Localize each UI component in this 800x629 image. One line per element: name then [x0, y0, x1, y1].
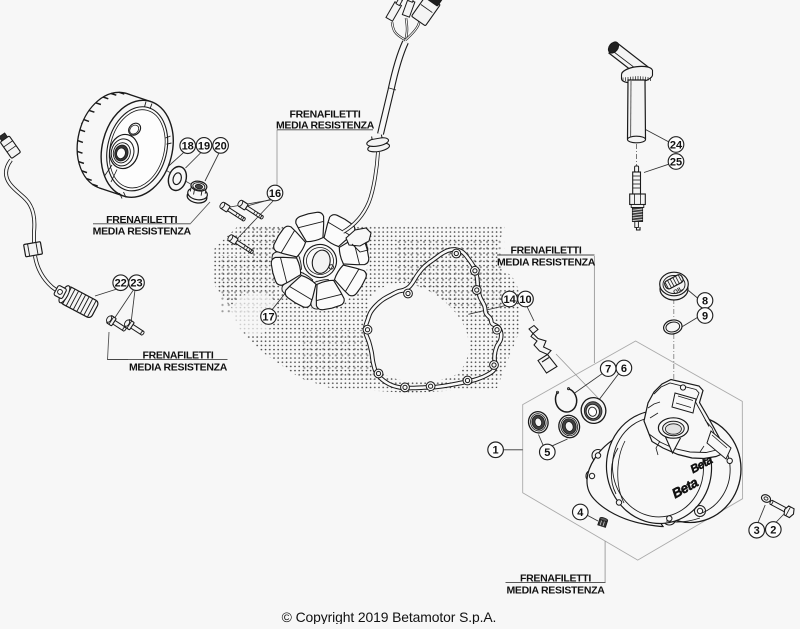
svg-text:MEDIA RESISTENZA: MEDIA RESISTENZA	[129, 362, 228, 374]
svg-text:3: 3	[754, 525, 760, 537]
svg-text:9: 9	[702, 310, 708, 322]
svg-text:© Copyright 2019 Betamotor S.p: © Copyright 2019 Betamotor S.p.A.	[282, 609, 497, 624]
svg-text:18: 18	[182, 141, 194, 153]
svg-text:23: 23	[130, 278, 142, 290]
svg-text:MEDIA RESISTENZA: MEDIA RESISTENZA	[93, 226, 192, 238]
svg-text:20: 20	[214, 140, 226, 152]
svg-text:19: 19	[198, 140, 210, 152]
svg-text:7: 7	[605, 364, 611, 376]
svg-text:25: 25	[670, 156, 682, 168]
svg-text:6: 6	[621, 363, 627, 375]
svg-text:MEDIA RESISTENZA: MEDIA RESISTENZA	[276, 120, 375, 132]
svg-text:1: 1	[493, 445, 499, 457]
svg-text:4: 4	[577, 507, 584, 519]
svg-text:16: 16	[269, 188, 281, 200]
svg-text:17: 17	[262, 311, 274, 323]
svg-text:24: 24	[670, 139, 683, 151]
svg-text:10: 10	[519, 294, 531, 306]
svg-text:5: 5	[544, 447, 550, 459]
svg-text:8: 8	[702, 295, 708, 307]
svg-text:22: 22	[115, 278, 127, 290]
svg-text:14: 14	[503, 294, 516, 306]
svg-text:MEDIA RESISTENZA: MEDIA RESISTENZA	[497, 257, 596, 269]
svg-text:2: 2	[770, 524, 776, 536]
svg-text:MEDIA RESISTENZA: MEDIA RESISTENZA	[506, 585, 605, 597]
